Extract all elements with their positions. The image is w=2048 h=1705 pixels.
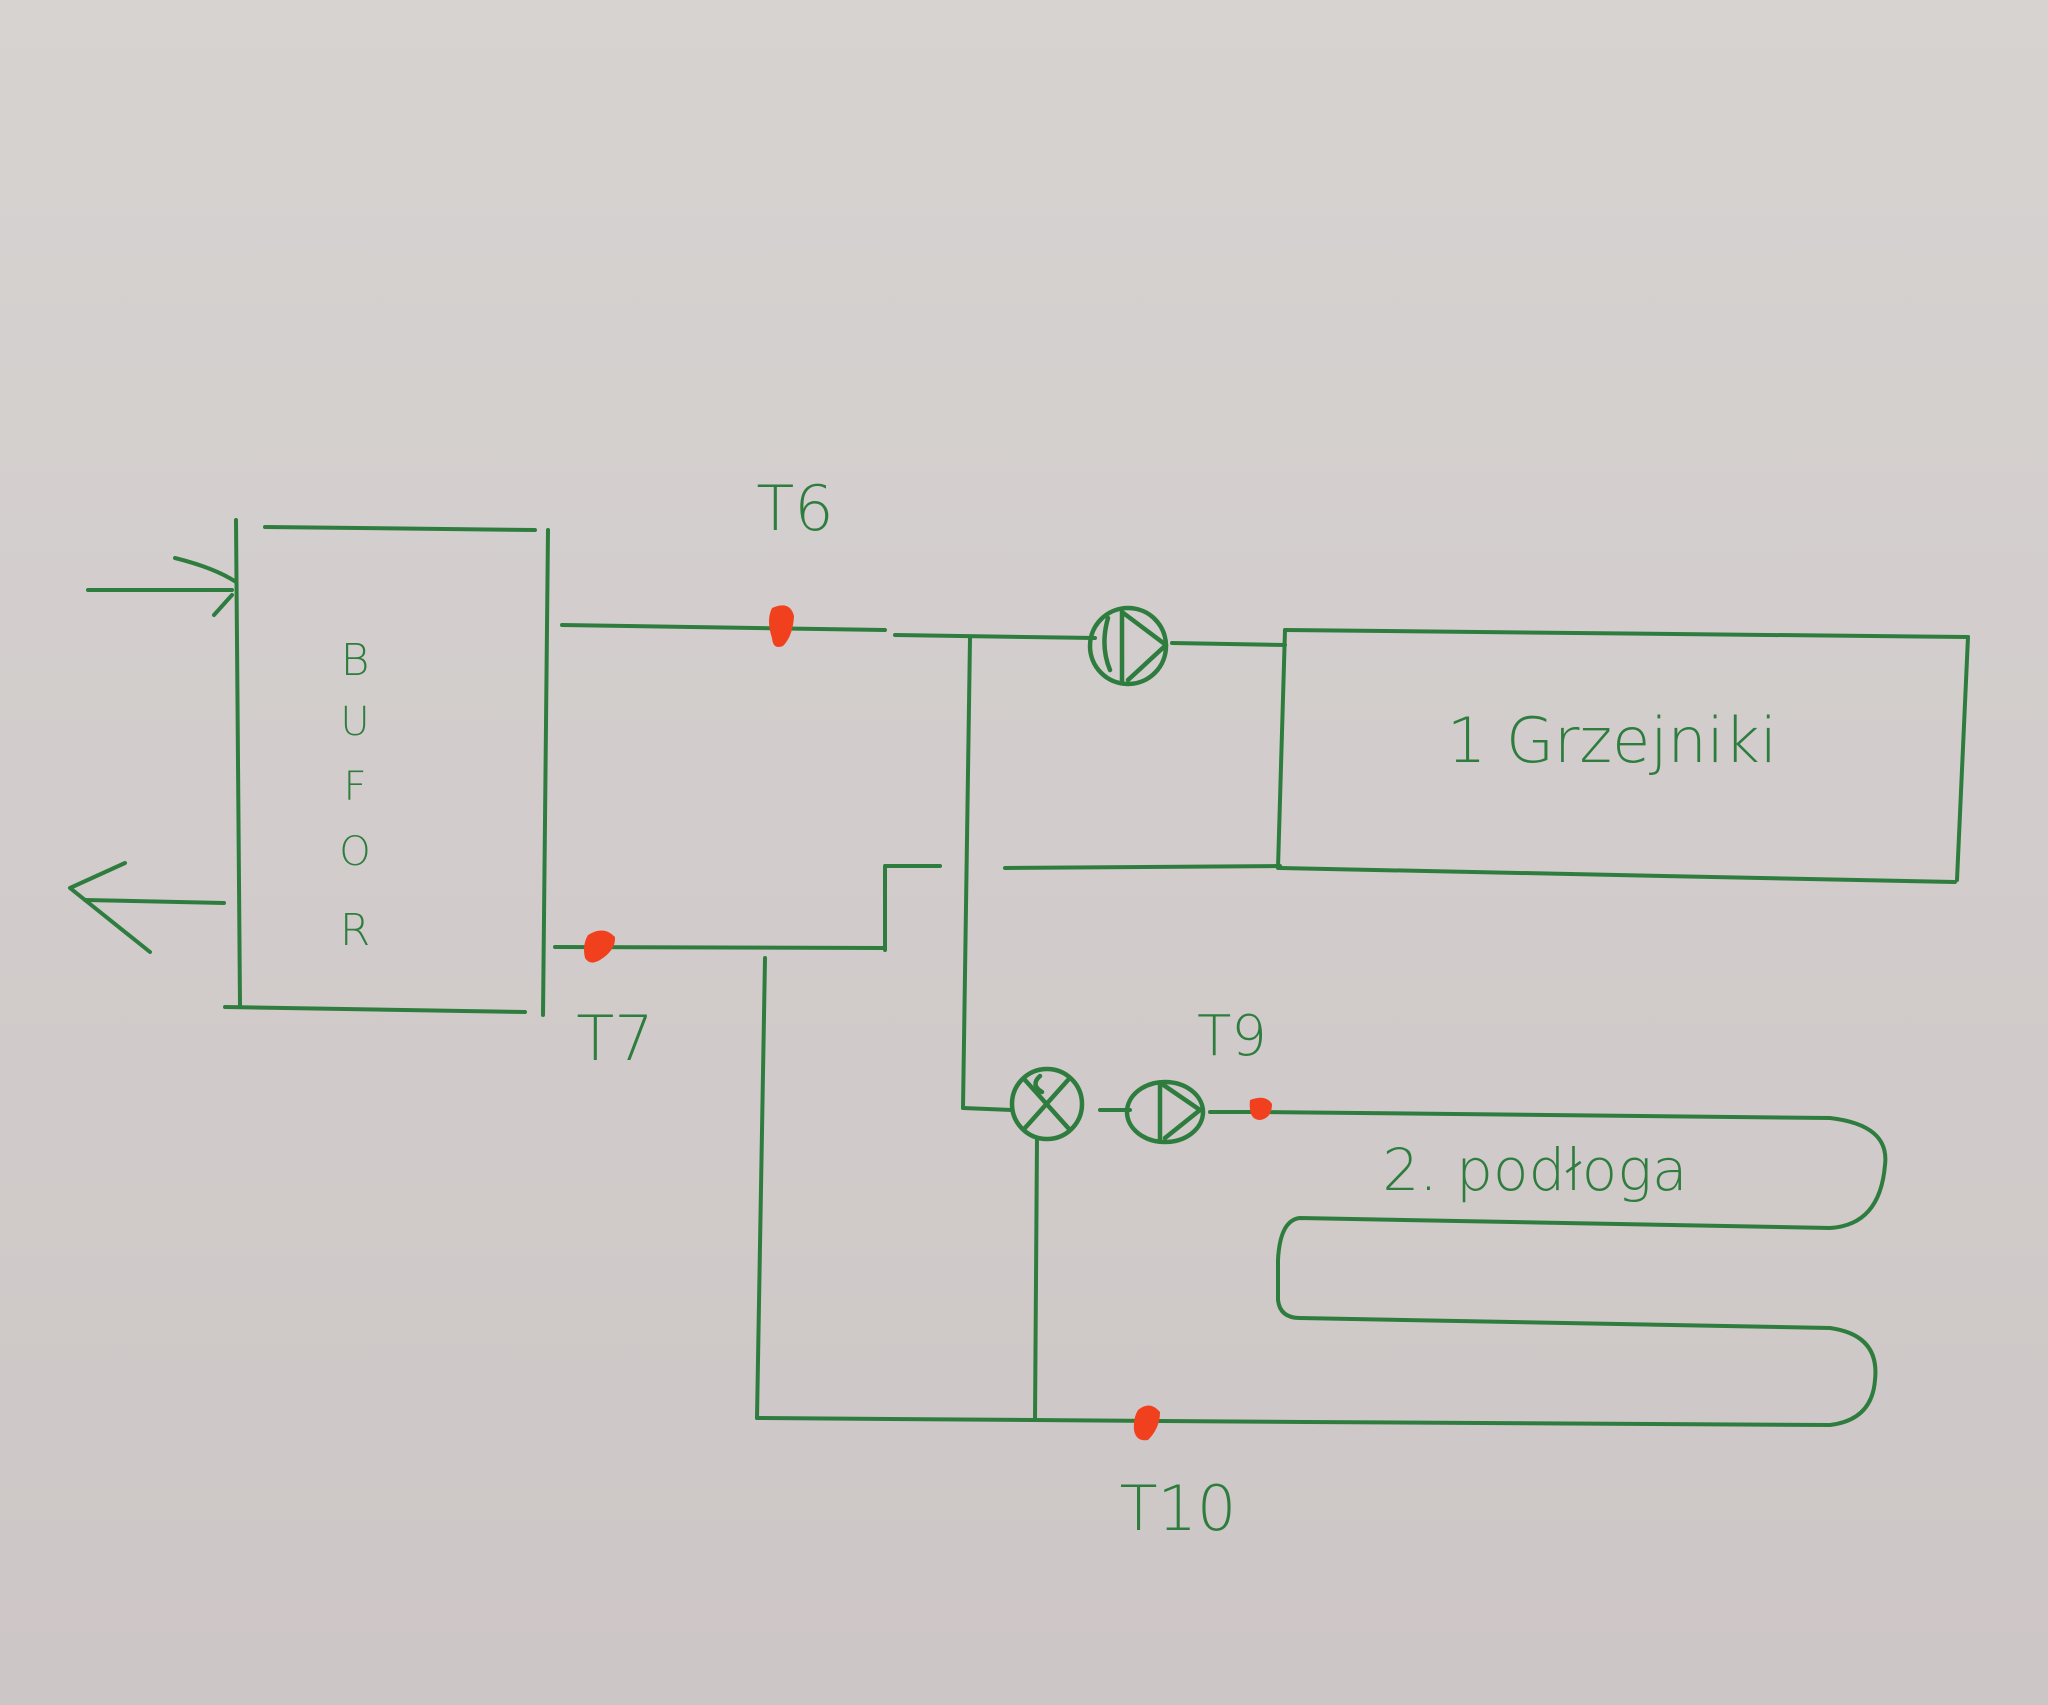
- buffer-tank: B U F O R: [223, 518, 550, 1017]
- radiators-circuit-box: 1 Grzejniki: [1276, 628, 1970, 884]
- sensor-label-t9: T9: [1197, 1004, 1267, 1069]
- inlet-arrow-icon: [86, 556, 238, 617]
- outlet-arrow-icon: [68, 861, 226, 954]
- sensor-t9: T9: [1197, 1004, 1272, 1120]
- buffer-letter-o: O: [339, 829, 370, 875]
- supply-pipe-main: [893, 633, 1097, 640]
- sensor-dot-icon: [584, 930, 616, 963]
- buffer-left-wall: [234, 518, 242, 1007]
- radiator-return-pipe: [1003, 864, 1282, 870]
- radiators-left: [1276, 628, 1287, 870]
- radiators-top: [1283, 628, 1970, 639]
- sensor-label-t7: T7: [576, 1002, 653, 1075]
- radiators-bottom: [1278, 866, 1957, 884]
- buffer-top-wall: [263, 525, 537, 532]
- valve-bypass-pipe: [1033, 1136, 1039, 1422]
- pump-1-icon: [1087, 605, 1169, 687]
- supply-pipe-to-radiators: [1170, 641, 1287, 647]
- sensor-label-t10: T10: [1120, 1472, 1237, 1545]
- sensor-dot-icon: [1249, 1097, 1272, 1120]
- radiators-right: [1955, 635, 1970, 882]
- floor-return-riser: [755, 956, 767, 1420]
- floor-return-pipe: [755, 1416, 1307, 1424]
- buffer-bottom-wall: [223, 1005, 527, 1014]
- distribution-riser: [961, 636, 972, 1110]
- sensor-dot-icon: [1133, 1405, 1160, 1441]
- mixing-valve-icon: [1009, 1066, 1085, 1142]
- buffer-letter-u: U: [340, 699, 369, 745]
- riser-to-valve: [961, 1106, 1014, 1112]
- supply-pipe-t6: [560, 623, 887, 632]
- buffer-letter-r: R: [340, 905, 371, 956]
- radiators-label: 1 Grzejniki: [1447, 704, 1777, 777]
- sensor-t10: T10: [1120, 1405, 1237, 1545]
- pump-2-icon: [1124, 1079, 1206, 1145]
- sensor-t6: T6: [756, 472, 834, 647]
- buffer-letter-b: B: [341, 635, 370, 686]
- floor-heating-loop: 2. podłoga: [1260, 1110, 1888, 1427]
- buffer-letter-f: F: [343, 764, 366, 810]
- sensor-label-t6: T6: [756, 472, 833, 545]
- sensor-dot-icon: [769, 605, 794, 647]
- floor-heating-label: 2. podłoga: [1382, 1136, 1687, 1204]
- buffer-right-wall: [541, 528, 550, 1017]
- sensor-t7: T7: [576, 930, 654, 1075]
